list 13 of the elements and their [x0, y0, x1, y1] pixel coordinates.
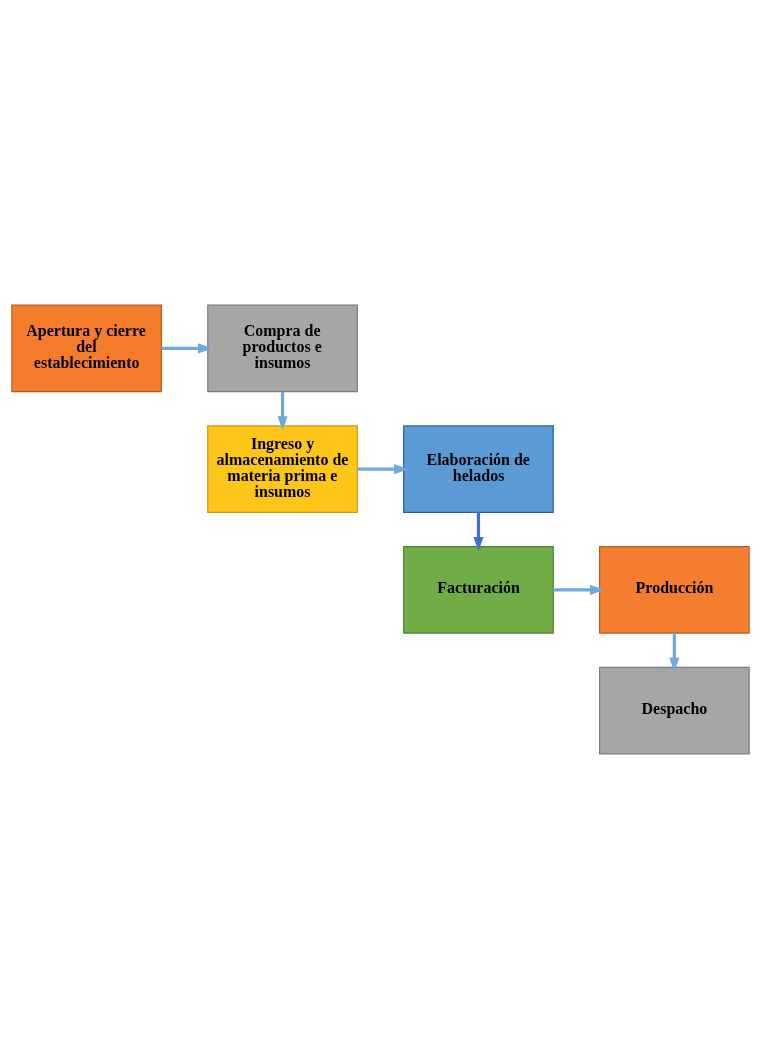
arrow — [357, 464, 409, 475]
node-box: Apertura y cierre del establecimiento — [11, 304, 162, 393]
arrow — [669, 633, 680, 673]
arrow — [161, 343, 213, 354]
node-box: Facturación — [403, 546, 554, 634]
node-box: Ingreso y almacenamiento de materia prima e insumos — [207, 425, 358, 513]
node-box: Producción — [599, 546, 750, 634]
node-box: Despacho — [599, 666, 750, 755]
arrow — [473, 512, 484, 552]
arrow — [553, 584, 605, 595]
node-box: Compra de productos e insumos — [207, 304, 358, 393]
node-box: Elaboración de helados — [403, 425, 554, 513]
arrow — [277, 391, 288, 431]
